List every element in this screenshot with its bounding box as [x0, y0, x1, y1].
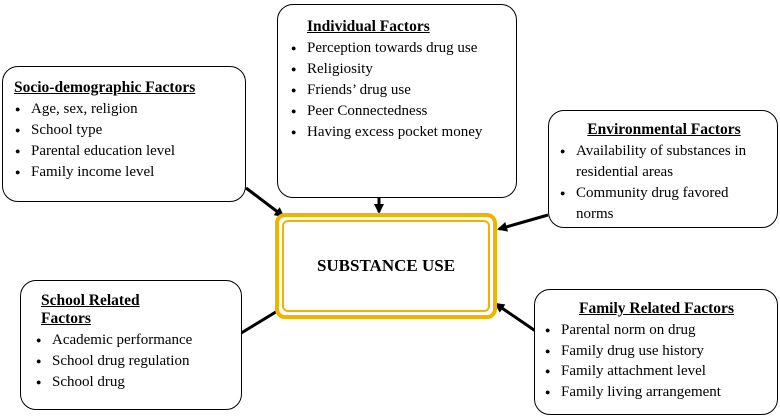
- arrow-family-to-center: [494, 302, 538, 334]
- factor-item: Family income level: [14, 162, 235, 183]
- substance-use-label: SUBSTANCE USE: [316, 256, 456, 275]
- school-related-factors-list: Academic performanceSchool drug regulati…: [35, 330, 233, 393]
- factor-item: Parental education level: [14, 141, 235, 162]
- factor-item: School drug: [35, 372, 233, 393]
- factor-item: Community drug favored norms: [559, 183, 769, 225]
- school-related-factors-box: School Related Factors Academic performa…: [20, 280, 242, 410]
- environmental-factors-title: Environmental Factors: [587, 121, 741, 138]
- environmental-factors-box: Environmental Factors Availability of su…: [548, 110, 778, 228]
- factor-item: Religiosity: [290, 59, 506, 80]
- factor-item: Having excess pocket money: [290, 122, 506, 143]
- factor-item: Friends’ drug use: [290, 80, 506, 101]
- factor-item: Peer Connectedness: [290, 101, 506, 122]
- factor-item: Family attachment level: [544, 361, 769, 382]
- individual-factors-box: Individual Factors Perception towards dr…: [277, 4, 517, 198]
- socio-demographic-list: Age, sex, religionSchool typeParental ed…: [14, 99, 235, 183]
- arrow-socio-to-center: [245, 186, 285, 218]
- socio-demographic-factors-box: Socio-demographic Factors Age, sex, reli…: [2, 66, 246, 202]
- factor-item: Age, sex, religion: [14, 99, 235, 120]
- factor-item: Parental norm on drug: [544, 320, 769, 341]
- factor-item: Family living arrangement: [544, 382, 769, 403]
- environmental-factors-list: Availability of substances in residentia…: [559, 141, 769, 225]
- individual-factors-list: Perception towards drug useReligiosityFr…: [290, 38, 506, 143]
- factor-item: School drug regulation: [35, 351, 233, 372]
- socio-demographic-title: Socio-demographic Factors: [14, 79, 196, 96]
- factor-item: Family drug use history: [544, 341, 769, 362]
- factor-item: Perception towards drug use: [290, 38, 506, 59]
- individual-factors-title: Individual Factors: [307, 18, 430, 35]
- factor-item: School type: [14, 120, 235, 141]
- factor-item: Availability of substances in residentia…: [559, 141, 769, 183]
- arrow-environmental-to-center: [497, 213, 549, 232]
- substance-use-inner-border: SUBSTANCE USE: [282, 220, 490, 312]
- family-related-factors-box: Family Related Factors Parental norm on …: [534, 289, 778, 415]
- family-related-factors-title: Family Related Factors: [579, 300, 734, 317]
- factor-item: Academic performance: [35, 330, 233, 351]
- school-related-factors-title: School Related Factors: [41, 292, 140, 327]
- substance-use-center-box: SUBSTANCE USE: [275, 213, 497, 319]
